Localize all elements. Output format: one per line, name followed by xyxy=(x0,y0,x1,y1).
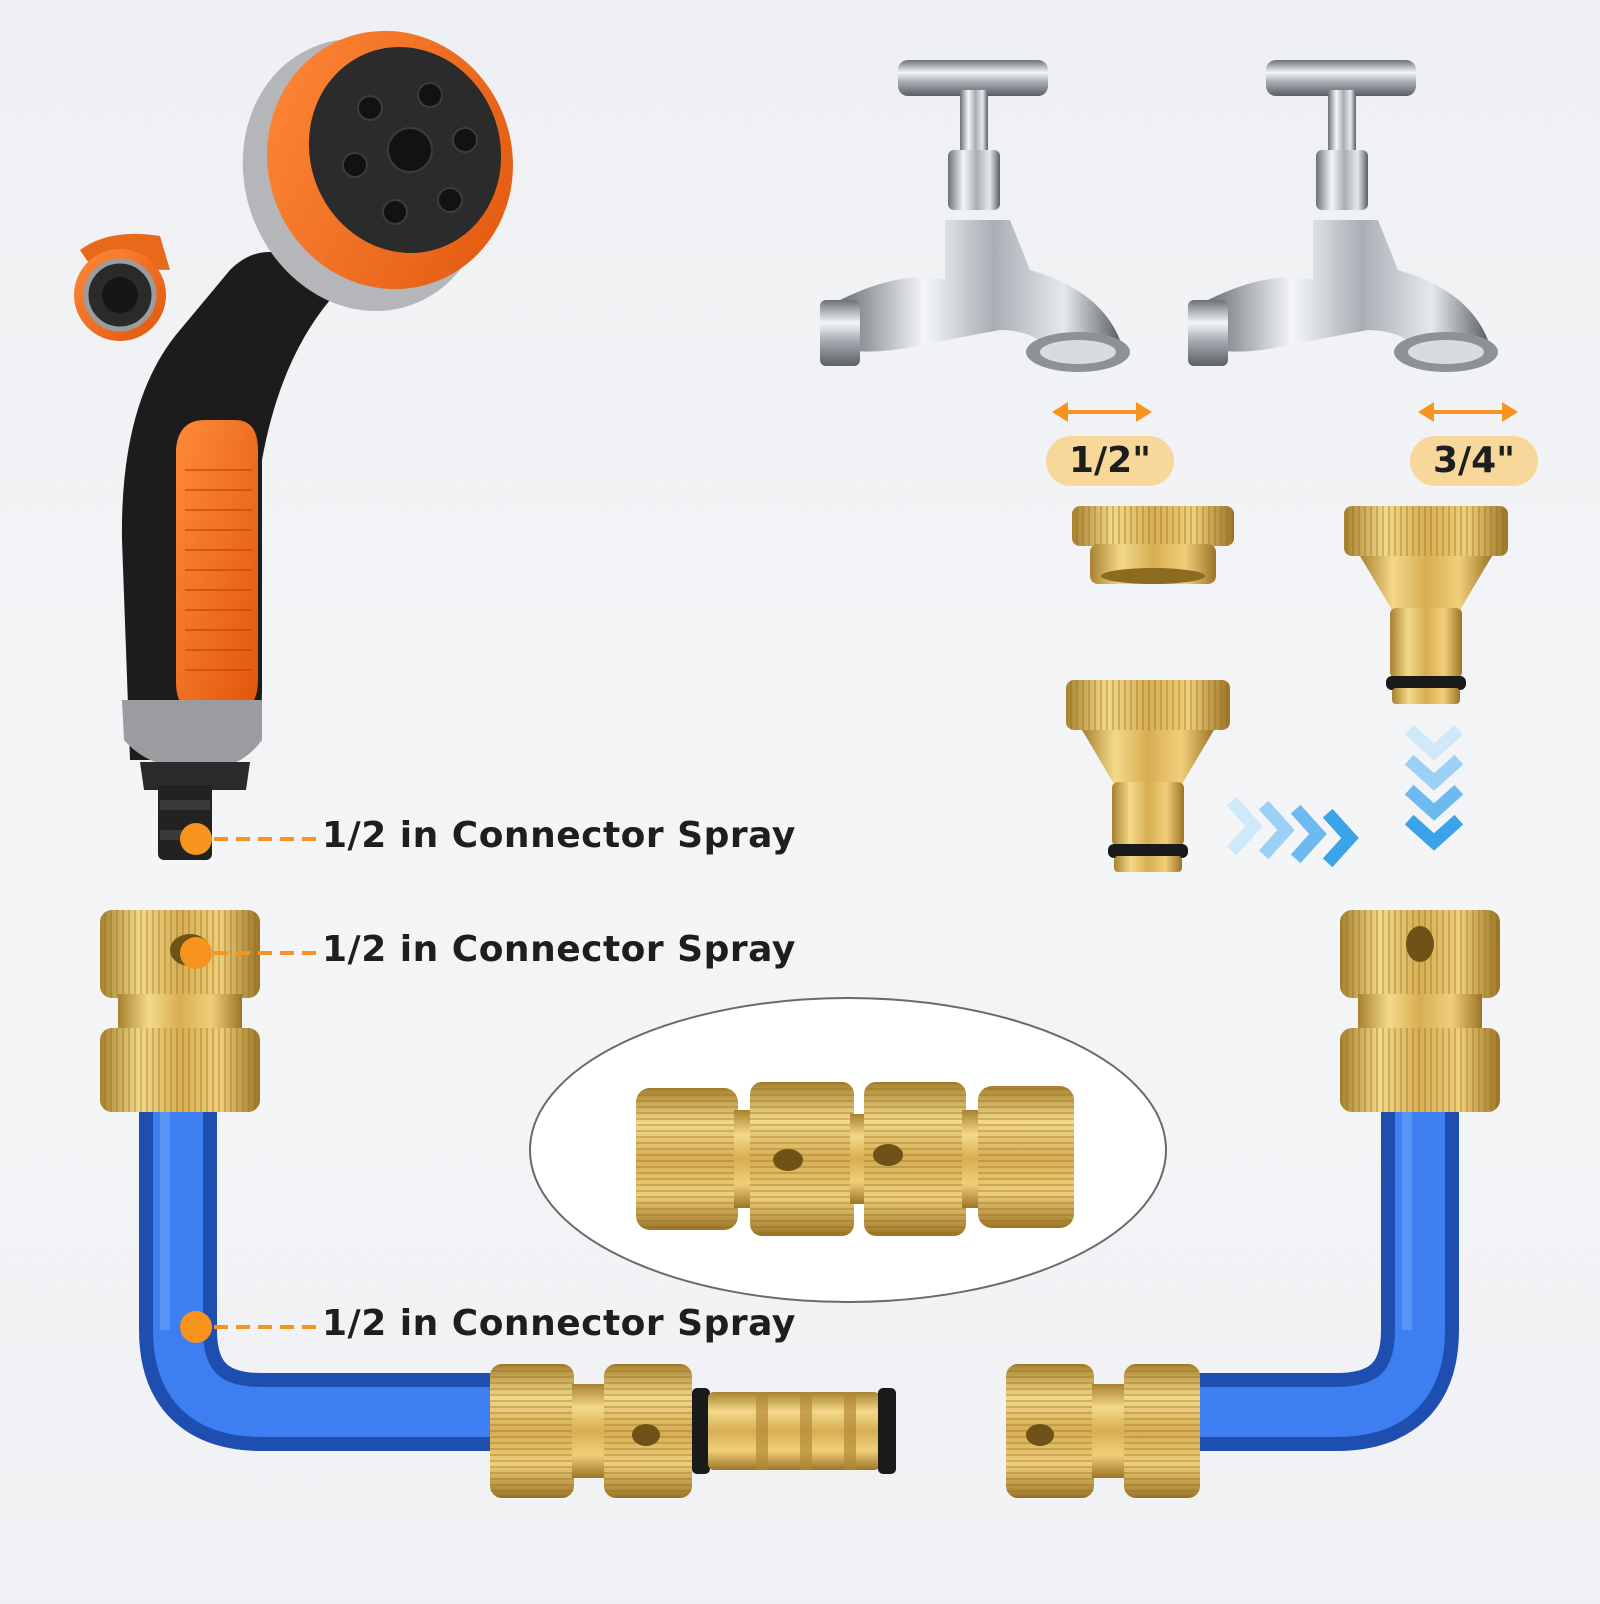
callout-label-hose: 1/2 in Connector Spray xyxy=(322,1303,796,1344)
brass-connector-icon-tap-right xyxy=(1344,506,1508,704)
faucet-size-badge-right: 3/4" xyxy=(1432,440,1515,481)
faucet-icon-right xyxy=(1188,60,1498,372)
brass-connector-icon-bottom-left xyxy=(490,1364,692,1498)
faucet-icon-left xyxy=(820,60,1130,372)
detail-oval xyxy=(529,997,1167,1303)
faucet-size-badge-left: 1/2" xyxy=(1068,440,1151,481)
brass-connector-icon-hose-right xyxy=(1340,910,1500,1112)
double-headed-arrow-icon-right xyxy=(1418,402,1518,422)
brass-connector-icon-hose-left xyxy=(100,910,260,1112)
brass-connector-icon-bottom-nipple xyxy=(692,1388,896,1474)
callout-label-spray: 1/2 in Connector Spray xyxy=(322,815,796,856)
blue-hose-icon xyxy=(139,1110,1459,1451)
size-badge-bg-left xyxy=(1046,436,1174,486)
double-headed-arrow-icon-left xyxy=(1052,402,1152,422)
callout-leader-1 xyxy=(180,823,320,855)
brass-connector-icon-bottom-right xyxy=(1006,1364,1200,1498)
brass-connector-icon-adapter-half xyxy=(1072,506,1234,584)
brass-connector-icon-detail xyxy=(636,1082,1074,1236)
chevron-arrow-icon-right-pointing xyxy=(1226,796,1359,868)
callout-leader-2 xyxy=(180,937,320,969)
size-badge-bg-right xyxy=(1410,436,1538,486)
chevron-arrow-icon-down-pointing xyxy=(1404,724,1464,851)
brass-connector-icon-tap-left xyxy=(1066,680,1230,872)
callout-label-connector: 1/2 in Connector Spray xyxy=(322,929,796,970)
callout-leader-3 xyxy=(180,1311,320,1343)
spray-nozzle-icon xyxy=(74,30,513,860)
